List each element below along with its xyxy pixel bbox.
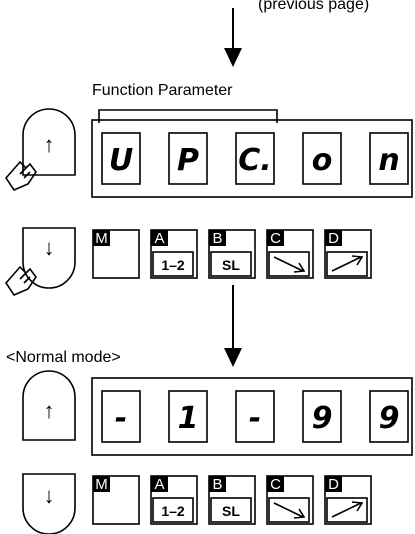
key-m[interactable]: M bbox=[92, 229, 140, 279]
key-tag bbox=[151, 230, 168, 246]
digit-cell: 9 bbox=[302, 390, 342, 443]
key-letter: B bbox=[212, 476, 222, 493]
digit-cell: 1 bbox=[168, 390, 208, 443]
arrow-down-right-icon bbox=[273, 502, 306, 519]
key-letter: M bbox=[95, 476, 108, 493]
digit-char: - bbox=[115, 401, 127, 436]
up-button-bottom[interactable]: ↑ bbox=[22, 370, 76, 441]
key-sub-label: 1–2 bbox=[161, 257, 185, 273]
key-c[interactable]: C bbox=[266, 229, 314, 279]
digit-cell: P bbox=[168, 132, 208, 185]
digit-cell: - bbox=[101, 390, 141, 443]
key-m[interactable]: M bbox=[92, 475, 140, 525]
digit-cell: 9 bbox=[369, 390, 409, 443]
down-arrow-icon: ↓ bbox=[44, 483, 55, 508]
digit-char: n bbox=[378, 143, 399, 178]
key-tag bbox=[151, 476, 168, 492]
down-button-bottom[interactable]: ↓ bbox=[22, 473, 76, 534]
key-tag bbox=[93, 230, 110, 246]
key-letter: C bbox=[270, 230, 281, 247]
key-tag bbox=[209, 230, 226, 246]
key-letter: M bbox=[95, 230, 108, 247]
display-panel-top bbox=[91, 119, 413, 198]
digit-cell: n bbox=[369, 132, 409, 185]
digit-char: - bbox=[249, 401, 261, 436]
flow-arrow-top bbox=[224, 8, 242, 67]
digit-char: 1 bbox=[178, 401, 199, 436]
key-tag bbox=[325, 230, 342, 246]
key-c[interactable]: C bbox=[266, 475, 314, 525]
digit-char: 9 bbox=[379, 401, 400, 436]
digit-cell: - bbox=[235, 390, 275, 443]
digit-cell: U bbox=[101, 132, 141, 185]
key-b[interactable]: BSL bbox=[208, 475, 256, 525]
digit-char: C. bbox=[238, 143, 271, 178]
key-b[interactable]: BSL bbox=[208, 229, 256, 279]
key-letter: D bbox=[328, 230, 339, 247]
arrow-up-right-icon bbox=[331, 255, 364, 272]
normal-mode-label: <Normal mode> bbox=[6, 349, 121, 366]
arrow-down-right-icon bbox=[273, 256, 306, 273]
flow-arrow-middle bbox=[224, 285, 242, 367]
arrow-up-right-icon bbox=[331, 501, 364, 518]
down-arrow-icon: ↓ bbox=[44, 235, 55, 260]
key-letter: C bbox=[270, 476, 281, 493]
display-panel-bottom bbox=[91, 377, 413, 456]
key-a[interactable]: A 1–2 bbox=[150, 475, 198, 525]
function-parameter-bracket bbox=[98, 109, 278, 123]
key-d[interactable]: D bbox=[324, 229, 372, 279]
hand-pointer-icon bbox=[4, 160, 37, 191]
digit-char: 9 bbox=[312, 401, 333, 436]
key-letter: A bbox=[154, 230, 164, 247]
up-arrow-icon: ↑ bbox=[44, 398, 55, 423]
key-d[interactable]: D bbox=[324, 475, 372, 525]
function-parameter-label: Function Parameter bbox=[92, 82, 233, 99]
key-tag bbox=[93, 476, 110, 492]
key-tag bbox=[325, 476, 342, 492]
key-letter: D bbox=[328, 476, 339, 493]
digit-cell: C. bbox=[235, 132, 275, 185]
digit-char: P bbox=[177, 143, 199, 178]
hand-pointer-icon bbox=[4, 265, 37, 296]
up-button-top[interactable]: ↑ bbox=[22, 108, 76, 176]
key-tag bbox=[209, 476, 226, 492]
key-a[interactable]: A 1–2 bbox=[150, 229, 198, 279]
digit-char: U bbox=[109, 143, 133, 178]
digit-char: o bbox=[312, 143, 333, 178]
up-arrow-icon: ↑ bbox=[44, 132, 55, 157]
down-button-top[interactable]: ↓ bbox=[22, 227, 76, 289]
key-sub-label: SL bbox=[222, 257, 240, 273]
key-sub-label: 1–2 bbox=[161, 503, 185, 519]
key-letter: B bbox=[212, 230, 222, 247]
top-caption: (previous page) bbox=[258, 0, 369, 13]
digit-cell: o bbox=[302, 132, 342, 185]
key-tag bbox=[267, 476, 284, 492]
key-tag bbox=[267, 230, 284, 246]
key-sub-label: SL bbox=[222, 503, 240, 519]
key-letter: A bbox=[154, 476, 164, 493]
